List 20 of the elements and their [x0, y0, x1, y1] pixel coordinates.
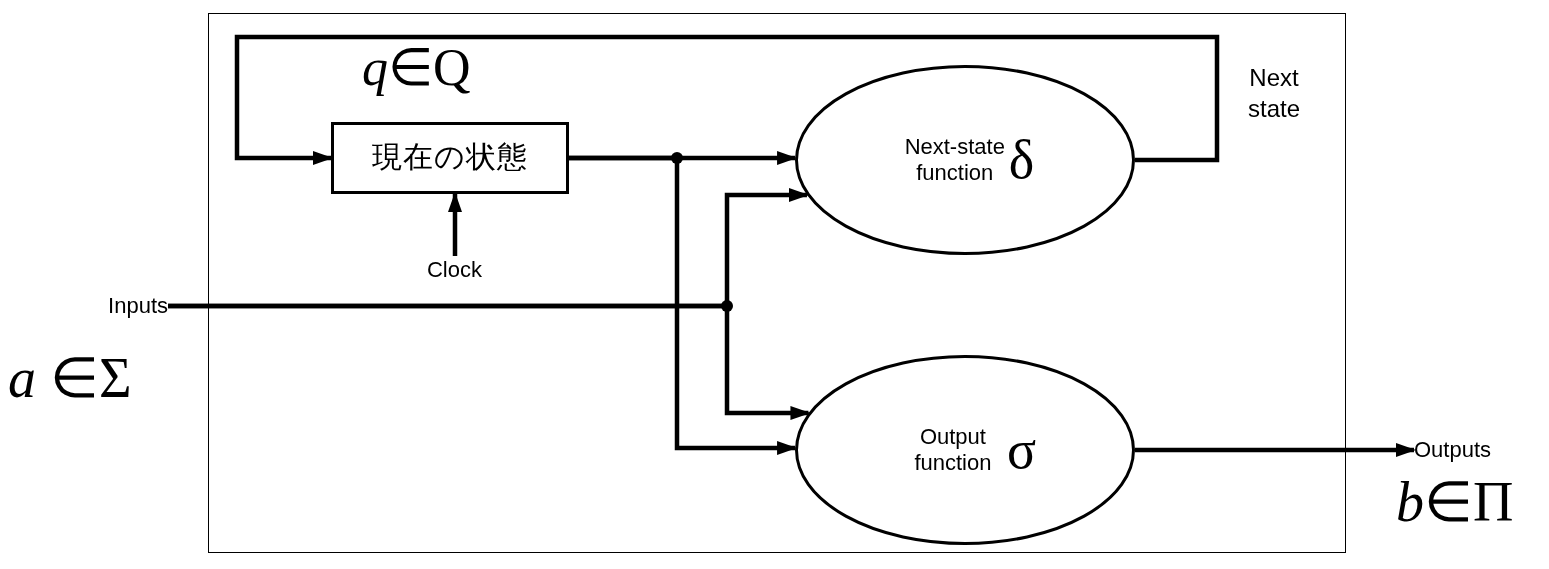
- function-symbol: δ: [1008, 132, 1035, 187]
- frame-box: [208, 13, 1346, 553]
- box-label: 現在の状態: [371, 139, 528, 175]
- signal-label: Clock: [404, 255, 505, 286]
- set-membership-formula: b∈Π: [1396, 474, 1514, 530]
- function-ellipse: [794, 64, 1135, 255]
- function-label: Output function: [913, 424, 993, 475]
- signal-label: Inputs: [20, 292, 168, 320]
- set-membership-formula: q∈Q: [362, 42, 471, 94]
- function-label: Next-state function: [903, 134, 1006, 185]
- function-symbol: σ: [1006, 422, 1037, 477]
- arrow: [234, 34, 1220, 165]
- arrow: [569, 155, 797, 455]
- signal-label: Outputs: [1414, 436, 1534, 466]
- set-membership-formula: a ∈Σ: [8, 350, 132, 406]
- function-ellipse: [794, 354, 1135, 545]
- arrow: [168, 303, 810, 420]
- arrow: [1135, 443, 1416, 457]
- state-register-box: [330, 121, 569, 194]
- arrow: [448, 192, 462, 256]
